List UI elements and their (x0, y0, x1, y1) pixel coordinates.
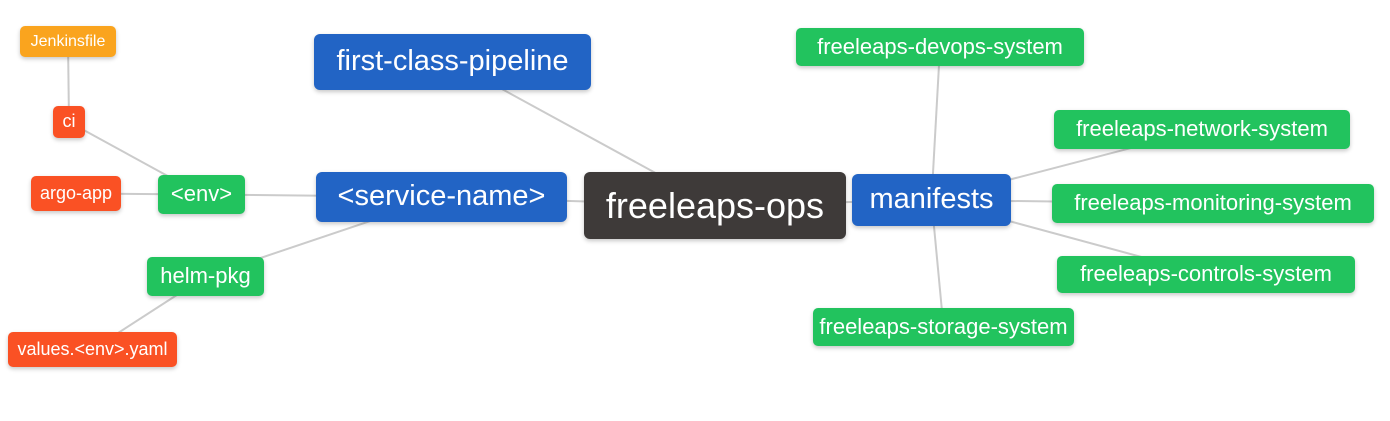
node-manifests[interactable]: manifests (852, 174, 1011, 226)
node-helm-pkg[interactable]: helm-pkg (147, 257, 264, 296)
node-argo-app[interactable]: argo-app (31, 176, 121, 211)
node-ci[interactable]: ci (53, 106, 85, 138)
node-label: helm-pkg (160, 263, 251, 289)
node-label: freeleaps-ops (605, 184, 825, 226)
node-first-class-pipeline[interactable]: first-class-pipeline (314, 34, 591, 90)
node-label: <env> (170, 181, 233, 207)
node-freeleaps-network-system[interactable]: freeleaps-network-system (1054, 110, 1350, 149)
node-values-env-yaml[interactable]: values.<env>.yaml (8, 332, 177, 367)
node-jenkinsfile[interactable]: Jenkinsfile (20, 26, 116, 57)
node-freeleaps-devops-system[interactable]: freeleaps-devops-system (796, 28, 1084, 66)
node-freeleaps-controls-system[interactable]: freeleaps-controls-system (1057, 256, 1355, 293)
node-label: <service-name> (337, 180, 546, 213)
node-label: freeleaps-network-system (1076, 116, 1328, 142)
node-freeleaps-ops[interactable]: freeleaps-ops (584, 172, 846, 239)
node-label: manifests (869, 183, 994, 216)
node-label: freeleaps-monitoring-system (1074, 190, 1352, 216)
node-freeleaps-monitoring-system[interactable]: freeleaps-monitoring-system (1052, 184, 1374, 223)
node-label: freeleaps-storage-system (819, 313, 1068, 339)
node-label: argo-app (39, 182, 113, 203)
node-label: freeleaps-controls-system (1080, 261, 1332, 287)
node-label: Jenkinsfile (30, 32, 106, 50)
node-service-name[interactable]: <service-name> (316, 172, 567, 222)
node-label: ci (62, 111, 76, 132)
node-label: values.<env>.yaml (17, 338, 168, 359)
node-label: first-class-pipeline (336, 45, 569, 78)
node-label: freeleaps-devops-system (817, 33, 1063, 59)
node-env[interactable]: <env> (158, 175, 245, 214)
node-freeleaps-storage-system[interactable]: freeleaps-storage-system (813, 308, 1074, 346)
